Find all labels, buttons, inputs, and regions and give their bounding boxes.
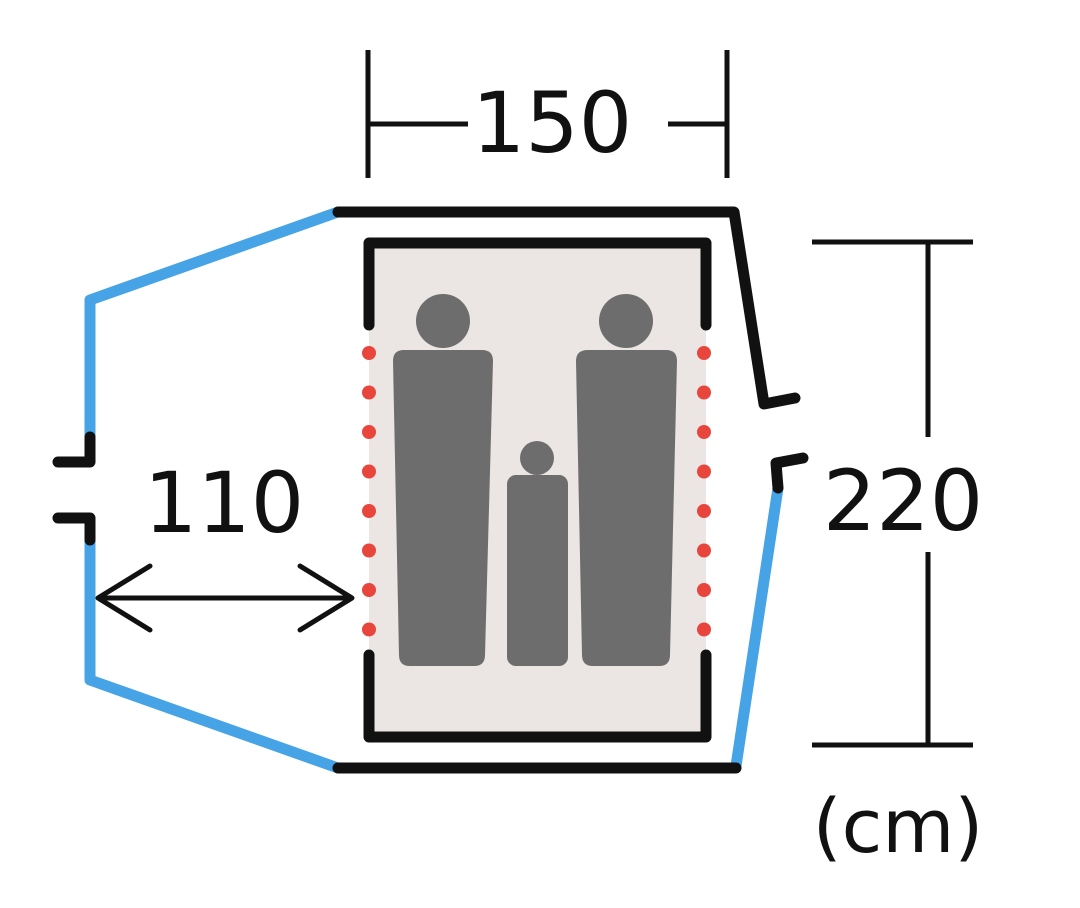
sleeper-head	[520, 441, 554, 475]
sleeper-body	[393, 350, 493, 666]
mesh-dot	[697, 583, 711, 597]
mesh-dot	[362, 425, 376, 439]
length-dimension: 220	[812, 239, 983, 748]
mesh-dot	[697, 425, 711, 439]
vestibule-door-hook-bottom	[52, 512, 96, 546]
mesh-dot	[697, 464, 711, 479]
vestibule-dimension-arrowhead-right	[297, 563, 355, 633]
inner-tent-wall-bottom	[363, 649, 712, 743]
vestibule-outline-bottom	[84, 534, 344, 774]
sleeper-body	[576, 350, 677, 666]
mesh-dot	[362, 543, 376, 558]
vestibule-outline-top	[84, 206, 344, 443]
sleeper-body	[507, 475, 568, 666]
mesh-dot	[697, 622, 711, 637]
inner-tent-wall-top	[363, 237, 712, 331]
mesh-dot	[362, 346, 376, 360]
sleeper-adult-left	[393, 294, 493, 666]
mesh-dot	[697, 385, 711, 400]
fly-frame-rear-hook	[770, 452, 809, 494]
rear-fly-outline	[730, 482, 784, 772]
mesh-dot	[362, 583, 376, 597]
sleeper-head	[416, 294, 470, 348]
mesh-dot	[362, 622, 376, 637]
fly-frame-top	[332, 206, 801, 410]
mesh-dot	[362, 464, 376, 479]
vestibule-dimension: 110	[95, 454, 355, 633]
mesh-door-right	[697, 346, 711, 637]
mesh-dot	[362, 385, 376, 400]
vestibule-dimension-arrowhead-left	[95, 563, 153, 633]
mesh-dot	[362, 504, 376, 518]
vestibule-door-hook-top	[52, 431, 96, 468]
sleeper-adult-right	[576, 294, 677, 666]
mesh-dot	[697, 504, 711, 518]
unit-label: (cm)	[813, 784, 984, 870]
sleeper-child-center	[507, 441, 568, 666]
width-dimension: 150	[365, 50, 730, 178]
mesh-door-left	[362, 346, 376, 637]
mesh-dot	[697, 543, 711, 558]
mesh-dot	[697, 346, 711, 360]
length-dimension-label: 220	[823, 452, 983, 550]
sleeper-head	[599, 294, 653, 348]
width-dimension-label: 150	[472, 74, 632, 172]
vestibule-dimension-label: 110	[144, 454, 304, 552]
